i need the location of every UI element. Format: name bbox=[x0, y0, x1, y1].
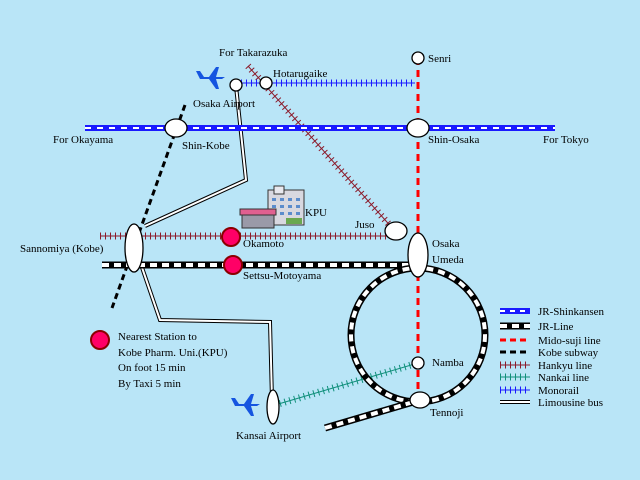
info-line: On foot 15 min bbox=[118, 362, 186, 374]
shin-kobe-station[interactable] bbox=[164, 118, 188, 138]
station-nodes bbox=[124, 51, 431, 425]
info-line: Nearest Station to bbox=[118, 331, 197, 343]
settsu-motoyama-marker[interactable] bbox=[223, 255, 243, 275]
namba-label: Namba bbox=[432, 357, 464, 369]
nearest-station-info: Nearest Station to Kobe Pharm. Uni.(KPU)… bbox=[118, 330, 288, 392]
shin-kobe-label: Shin-Kobe bbox=[182, 140, 230, 152]
settsu-motoyama-label: Settsu-Motoyama bbox=[243, 270, 321, 282]
osaka-airport-label: Osaka Airport bbox=[193, 98, 255, 110]
hankyu-lines bbox=[100, 63, 397, 240]
tennoji-station[interactable] bbox=[409, 391, 431, 409]
shin-osaka-label: Shin-Osaka bbox=[428, 134, 479, 146]
kpu-building-icon bbox=[239, 185, 305, 229]
senri-label: Senri bbox=[428, 53, 451, 65]
hotarugaike-station[interactable] bbox=[259, 76, 273, 90]
legend-label: Monorail bbox=[538, 385, 579, 397]
kansai-airport-label: Kansai Airport bbox=[236, 430, 301, 442]
senri-station[interactable] bbox=[411, 51, 425, 65]
namba-station[interactable] bbox=[411, 356, 425, 370]
osaka-label: Osaka bbox=[432, 238, 460, 250]
juso-station[interactable] bbox=[384, 221, 408, 241]
legend-label: Limousine bus bbox=[538, 397, 603, 409]
okamoto-label: Okamoto bbox=[243, 238, 284, 250]
legend-label: JR-Shinkansen bbox=[538, 306, 605, 318]
juso-label: Juso bbox=[355, 219, 375, 231]
kpu-label: KPU bbox=[305, 207, 327, 219]
legend-item-jr-line: JR-Line bbox=[500, 321, 574, 333]
legend-label: Mido-suji line bbox=[538, 335, 601, 347]
legend: JR-Shinkansen JR-Line Mido-suji line Kob… bbox=[500, 306, 605, 409]
kansai-airport-station[interactable] bbox=[266, 389, 280, 425]
sannomiya-station[interactable] bbox=[124, 223, 144, 273]
legend-item-nankai: Nankai line bbox=[500, 372, 589, 384]
takarazuka-label: For Takarazuka bbox=[219, 47, 287, 59]
tennoji-label: Tennoji bbox=[430, 407, 463, 419]
airplane-icon bbox=[231, 394, 260, 416]
legend-label: Hankyu line bbox=[538, 360, 592, 372]
legend-item-hankyu: Hankyu line bbox=[500, 360, 592, 372]
legend-label: Nankai line bbox=[538, 372, 589, 384]
legend-item-limousine-bus: Limousine bus bbox=[500, 397, 603, 409]
legend-item-kobe-subway: Kobe subway bbox=[500, 347, 599, 359]
legend-marker bbox=[90, 330, 110, 350]
hotarugaike-label: Hotarugaike bbox=[273, 68, 327, 80]
umeda-label: Umeda bbox=[432, 254, 464, 266]
limousine-bus-routes bbox=[134, 85, 274, 401]
legend-item-midosuji: Mido-suji line bbox=[500, 335, 601, 347]
nankai-line bbox=[274, 359, 419, 409]
okamoto-marker[interactable] bbox=[221, 227, 241, 247]
legend-label: JR-Line bbox=[538, 321, 574, 333]
shin-osaka-station[interactable] bbox=[406, 118, 430, 138]
legend-item-monorail: Monorail bbox=[500, 385, 579, 397]
nearest-station-markers bbox=[90, 227, 243, 350]
osaka-umeda-station[interactable] bbox=[407, 232, 429, 278]
okayama-label: For Okayama bbox=[53, 134, 113, 146]
osaka-airport-station[interactable] bbox=[229, 78, 243, 92]
info-line: Kobe Pharm. Uni.(KPU) bbox=[118, 346, 228, 359]
legend-label: Kobe subway bbox=[538, 347, 599, 359]
tokyo-label: For Tokyo bbox=[543, 134, 589, 146]
sannomiya-label: Sannomiya (Kobe) bbox=[20, 243, 104, 255]
airplane-icon bbox=[196, 67, 225, 89]
kobe-subway-line bbox=[110, 104, 187, 309]
legend-item-jr-shinkansen: JR-Shinkansen bbox=[500, 306, 605, 318]
info-line: By Taxi 5 min bbox=[118, 377, 181, 390]
station-labels: For Takarazuka Hotarugaike Senri Osaka A… bbox=[20, 47, 589, 442]
